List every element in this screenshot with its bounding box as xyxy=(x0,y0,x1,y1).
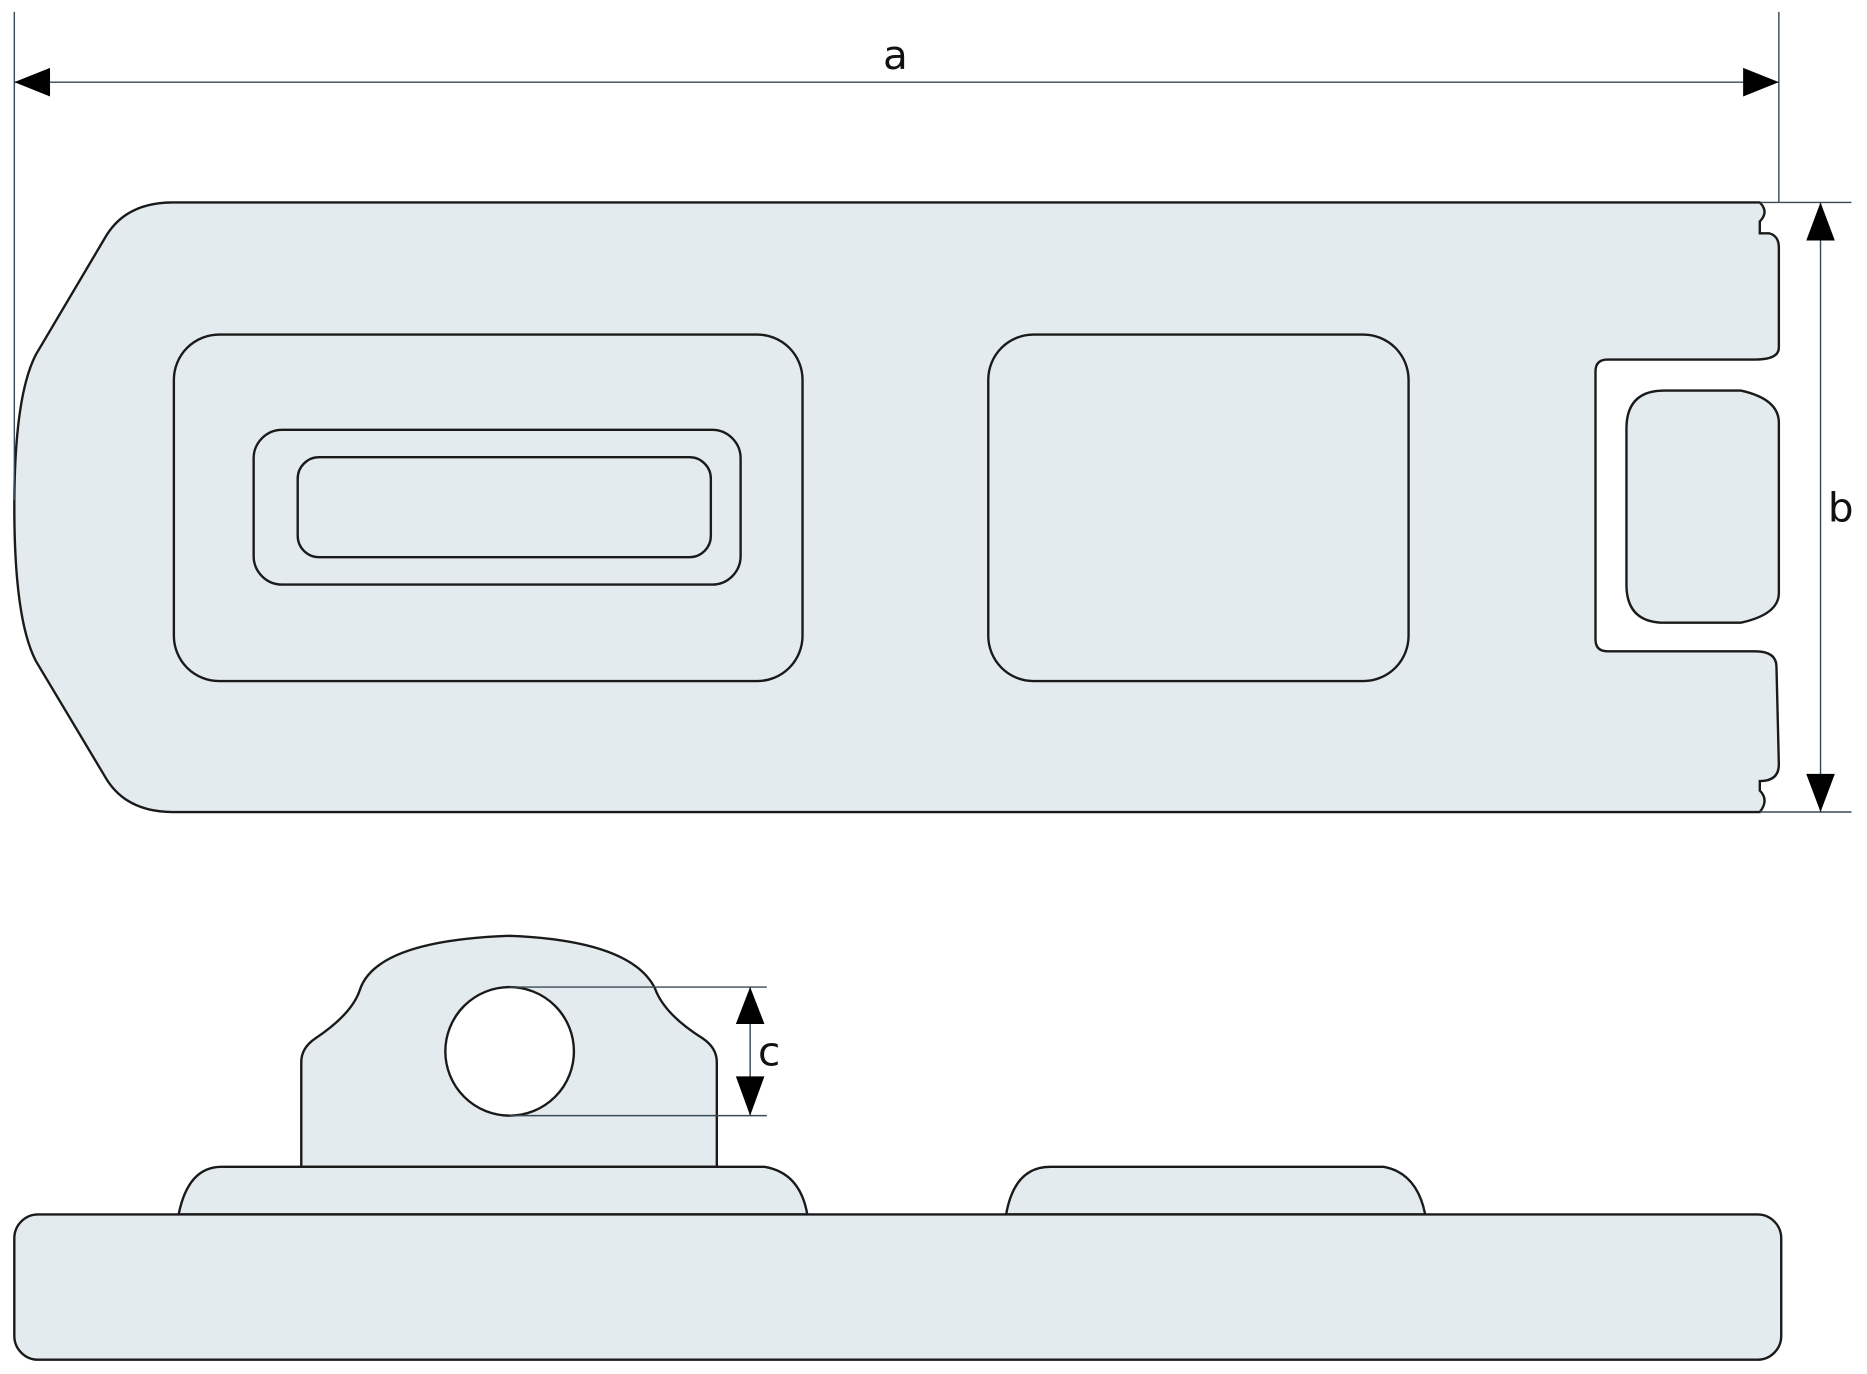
arrow-down-icon xyxy=(735,1076,765,1116)
arrow-right-icon xyxy=(1743,67,1779,97)
flange-right-side xyxy=(1004,1165,1427,1216)
base-plate-side-view xyxy=(13,1213,1783,1361)
arrow-down-icon xyxy=(1806,773,1835,813)
staple-hole xyxy=(444,985,576,1117)
dimension-label-b: b xyxy=(1828,484,1854,532)
flange-right-outline xyxy=(987,333,1410,683)
arrow-up-icon xyxy=(735,987,765,1024)
staple-opening xyxy=(1625,389,1781,624)
slot-inner xyxy=(296,456,713,559)
dimension-label-c: c xyxy=(758,1028,780,1076)
flange-left-side xyxy=(177,1165,809,1216)
dimension-label-a: a xyxy=(883,31,908,79)
arrow-up-icon xyxy=(1806,202,1835,241)
arrow-left-icon xyxy=(14,67,51,97)
